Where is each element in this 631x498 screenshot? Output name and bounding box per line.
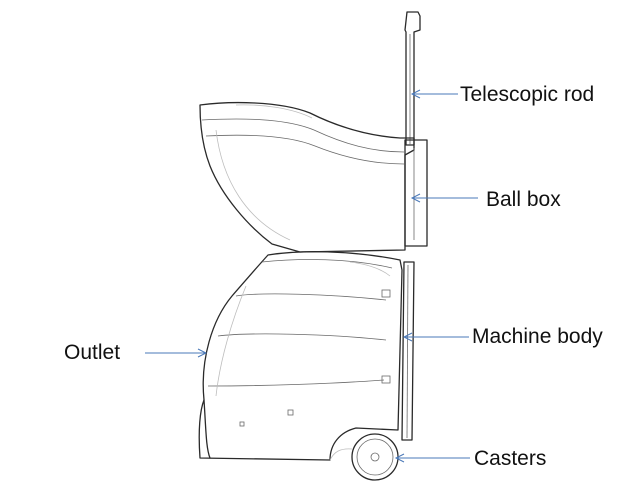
caster-wheel-drawing [329,433,399,481]
leader-outlet [145,348,208,358]
label-ball-box: Ball box [486,188,561,211]
leader-ball-box [410,193,478,203]
label-machine-body: Machine body [472,325,603,348]
telescopic-rod-drawing [401,11,421,441]
label-outlet: Outlet [64,341,120,364]
ball-box-drawing [199,101,428,253]
leader-lines [145,89,478,463]
leader-telescopic-rod [410,89,458,99]
leader-machine-body [402,332,469,342]
machine-body-drawing [198,251,403,461]
label-telescopic-rod: Telescopic rod [460,83,594,106]
label-casters: Casters [474,447,546,470]
leader-casters [394,453,470,463]
